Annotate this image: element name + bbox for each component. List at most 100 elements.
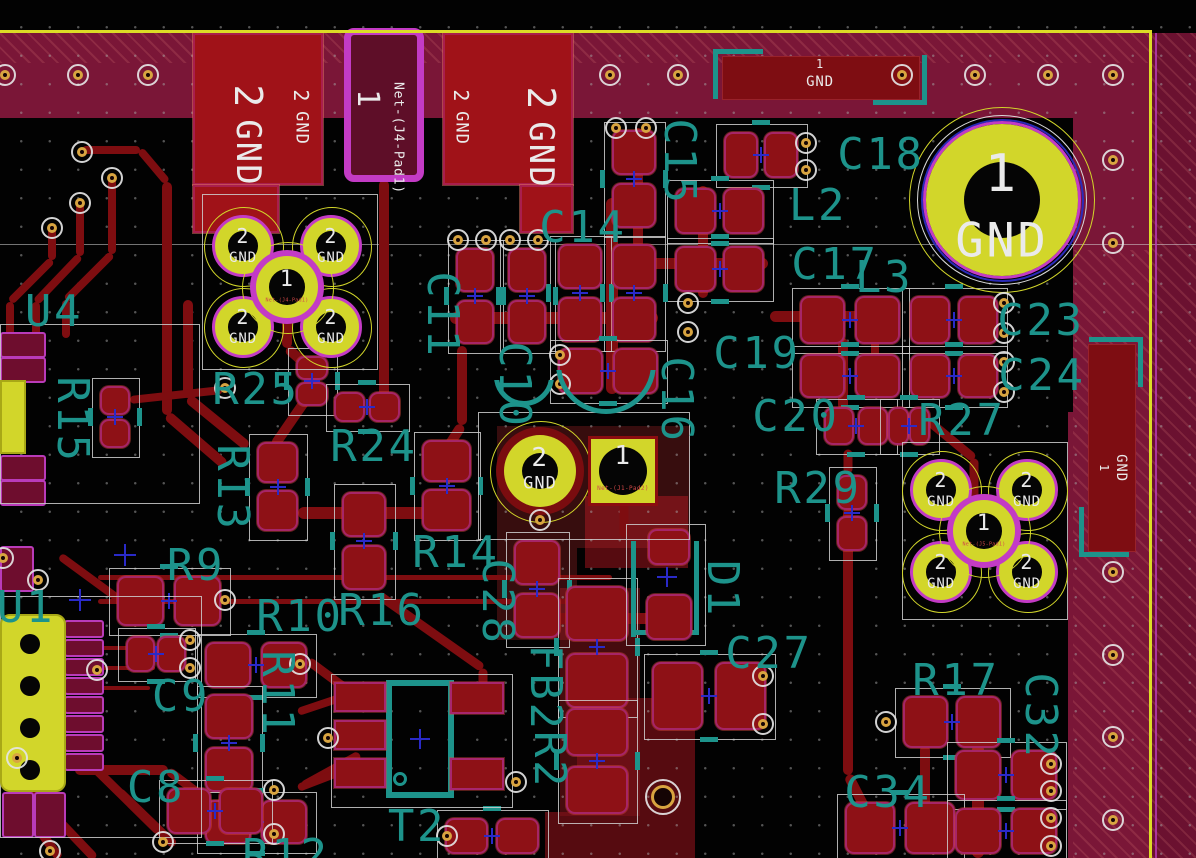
via[interactable]: [599, 64, 621, 86]
t2-pad[interactable]: [450, 682, 504, 714]
smd-pad[interactable]: [957, 354, 998, 398]
smd-pad[interactable]: [205, 694, 253, 739]
via[interactable]: [447, 229, 469, 251]
smd-pad[interactable]: [558, 244, 602, 289]
smd-pad[interactable]: [612, 183, 656, 228]
smd-pad[interactable]: [167, 788, 211, 834]
via[interactable]: [993, 351, 1015, 373]
smd-pad[interactable]: [909, 407, 930, 445]
smd-pad[interactable]: [854, 354, 900, 398]
silkscreen-label-t2[interactable]: T2: [387, 801, 447, 852]
via[interactable]: [677, 292, 699, 314]
via[interactable]: [645, 779, 681, 815]
smd-pad[interactable]: [903, 696, 948, 748]
via[interactable]: [27, 569, 49, 591]
silkscreen-label-c17[interactable]: C17: [791, 239, 879, 290]
via[interactable]: [1102, 232, 1124, 254]
smd-pad[interactable]: [837, 515, 867, 551]
smd-pad[interactable]: [723, 188, 764, 234]
smd-pad[interactable]: [763, 132, 798, 178]
silkscreen-label-u1[interactable]: U1: [0, 582, 56, 633]
smd-pad[interactable]: [723, 246, 764, 292]
silkscreen-label-r12[interactable]: R12: [242, 830, 330, 858]
smd-pad[interactable]: [257, 490, 298, 531]
t2-pad[interactable]: [334, 682, 386, 712]
via[interactable]: [605, 117, 627, 139]
silkscreen-label-c23[interactable]: C23: [997, 295, 1085, 346]
silkscreen-label-c18[interactable]: C18: [837, 129, 925, 180]
via[interactable]: [39, 840, 61, 858]
via[interactable]: [1102, 644, 1124, 666]
smd-pad[interactable]: [888, 407, 909, 445]
silkscreen-label-c15[interactable]: C15: [654, 118, 705, 206]
via[interactable]: [86, 659, 108, 681]
smd-pad[interactable]: [566, 708, 628, 756]
smd-pad[interactable]: [508, 300, 546, 344]
ic-pad[interactable]: [34, 792, 66, 838]
via[interactable]: [1102, 726, 1124, 748]
gnd-rect-pad[interactable]: [1088, 344, 1136, 552]
via[interactable]: [214, 589, 236, 611]
smd-pad[interactable]: [514, 593, 560, 638]
via[interactable]: [289, 653, 311, 675]
d1-pad[interactable]: [646, 594, 692, 640]
smd-pad[interactable]: [955, 750, 1002, 800]
silkscreen-label-c14[interactable]: C14: [539, 202, 627, 253]
smd-pad[interactable]: [257, 442, 298, 483]
copper-trace[interactable]: [75, 765, 168, 775]
ic-pad[interactable]: [0, 332, 46, 358]
smd-pad[interactable]: [566, 653, 628, 708]
via[interactable]: [0, 547, 14, 569]
t2-pad[interactable]: [334, 720, 386, 750]
via[interactable]: [964, 64, 986, 86]
silkscreen-label-c19[interactable]: C19: [713, 328, 801, 379]
via[interactable]: [635, 117, 657, 139]
via[interactable]: [993, 381, 1015, 403]
silkscreen-label-c27[interactable]: C27: [725, 628, 813, 679]
silkscreen-label-r24[interactable]: R24: [330, 421, 418, 472]
smd-pad[interactable]: [800, 296, 846, 344]
silkscreen-label-l2[interactable]: L2: [788, 180, 848, 231]
smd-pad[interactable]: [905, 802, 955, 854]
via[interactable]: [752, 713, 774, 735]
via[interactable]: [667, 64, 689, 86]
large-gnd-pad[interactable]: [520, 185, 573, 233]
silkscreen-label-c8[interactable]: C8: [126, 762, 186, 813]
smd-pad[interactable]: [955, 808, 1002, 854]
via[interactable]: [179, 657, 201, 679]
silkscreen-label-c32[interactable]: C32: [1015, 672, 1066, 760]
via[interactable]: [1040, 807, 1062, 829]
via[interactable]: [101, 167, 123, 189]
via[interactable]: [499, 229, 521, 251]
smd-pad[interactable]: [456, 300, 494, 344]
silkscreen-label-r15[interactable]: R15: [47, 376, 98, 464]
silkscreen-label-fb2[interactable]: FB2: [520, 644, 571, 732]
via[interactable]: [1102, 561, 1124, 583]
silkscreen-label-r11[interactable]: R11: [252, 650, 303, 738]
via[interactable]: [549, 344, 571, 366]
smd-pad[interactable]: [205, 642, 252, 688]
via[interactable]: [67, 64, 89, 86]
via[interactable]: [1102, 64, 1124, 86]
via[interactable]: [795, 132, 817, 154]
copper-trace[interactable]: [98, 666, 155, 670]
via[interactable]: [69, 192, 91, 214]
smd-pad[interactable]: [675, 188, 716, 234]
silkscreen-label-c16[interactable]: C16: [651, 356, 702, 444]
via[interactable]: [993, 292, 1015, 314]
via[interactable]: [0, 64, 16, 86]
smd-pad[interactable]: [117, 576, 165, 626]
silkscreen-label-r27[interactable]: R27: [918, 395, 1006, 446]
smd-pad[interactable]: [508, 248, 546, 292]
silkscreen-label-r14[interactable]: R14: [412, 527, 500, 578]
silkscreen-label-c34[interactable]: C34: [844, 767, 932, 818]
smd-pad[interactable]: [496, 818, 539, 854]
silkscreen-label-r25[interactable]: R25: [212, 364, 300, 415]
via[interactable]: [1040, 753, 1062, 775]
copper-trace[interactable]: [98, 598, 610, 604]
smd-pad[interactable]: [566, 766, 628, 814]
copper-trace[interactable]: [82, 146, 140, 154]
silkscreen-label-d1[interactable]: D1: [697, 559, 748, 619]
th-pad-gnd[interactable]: [947, 494, 1021, 568]
via[interactable]: [993, 322, 1015, 344]
